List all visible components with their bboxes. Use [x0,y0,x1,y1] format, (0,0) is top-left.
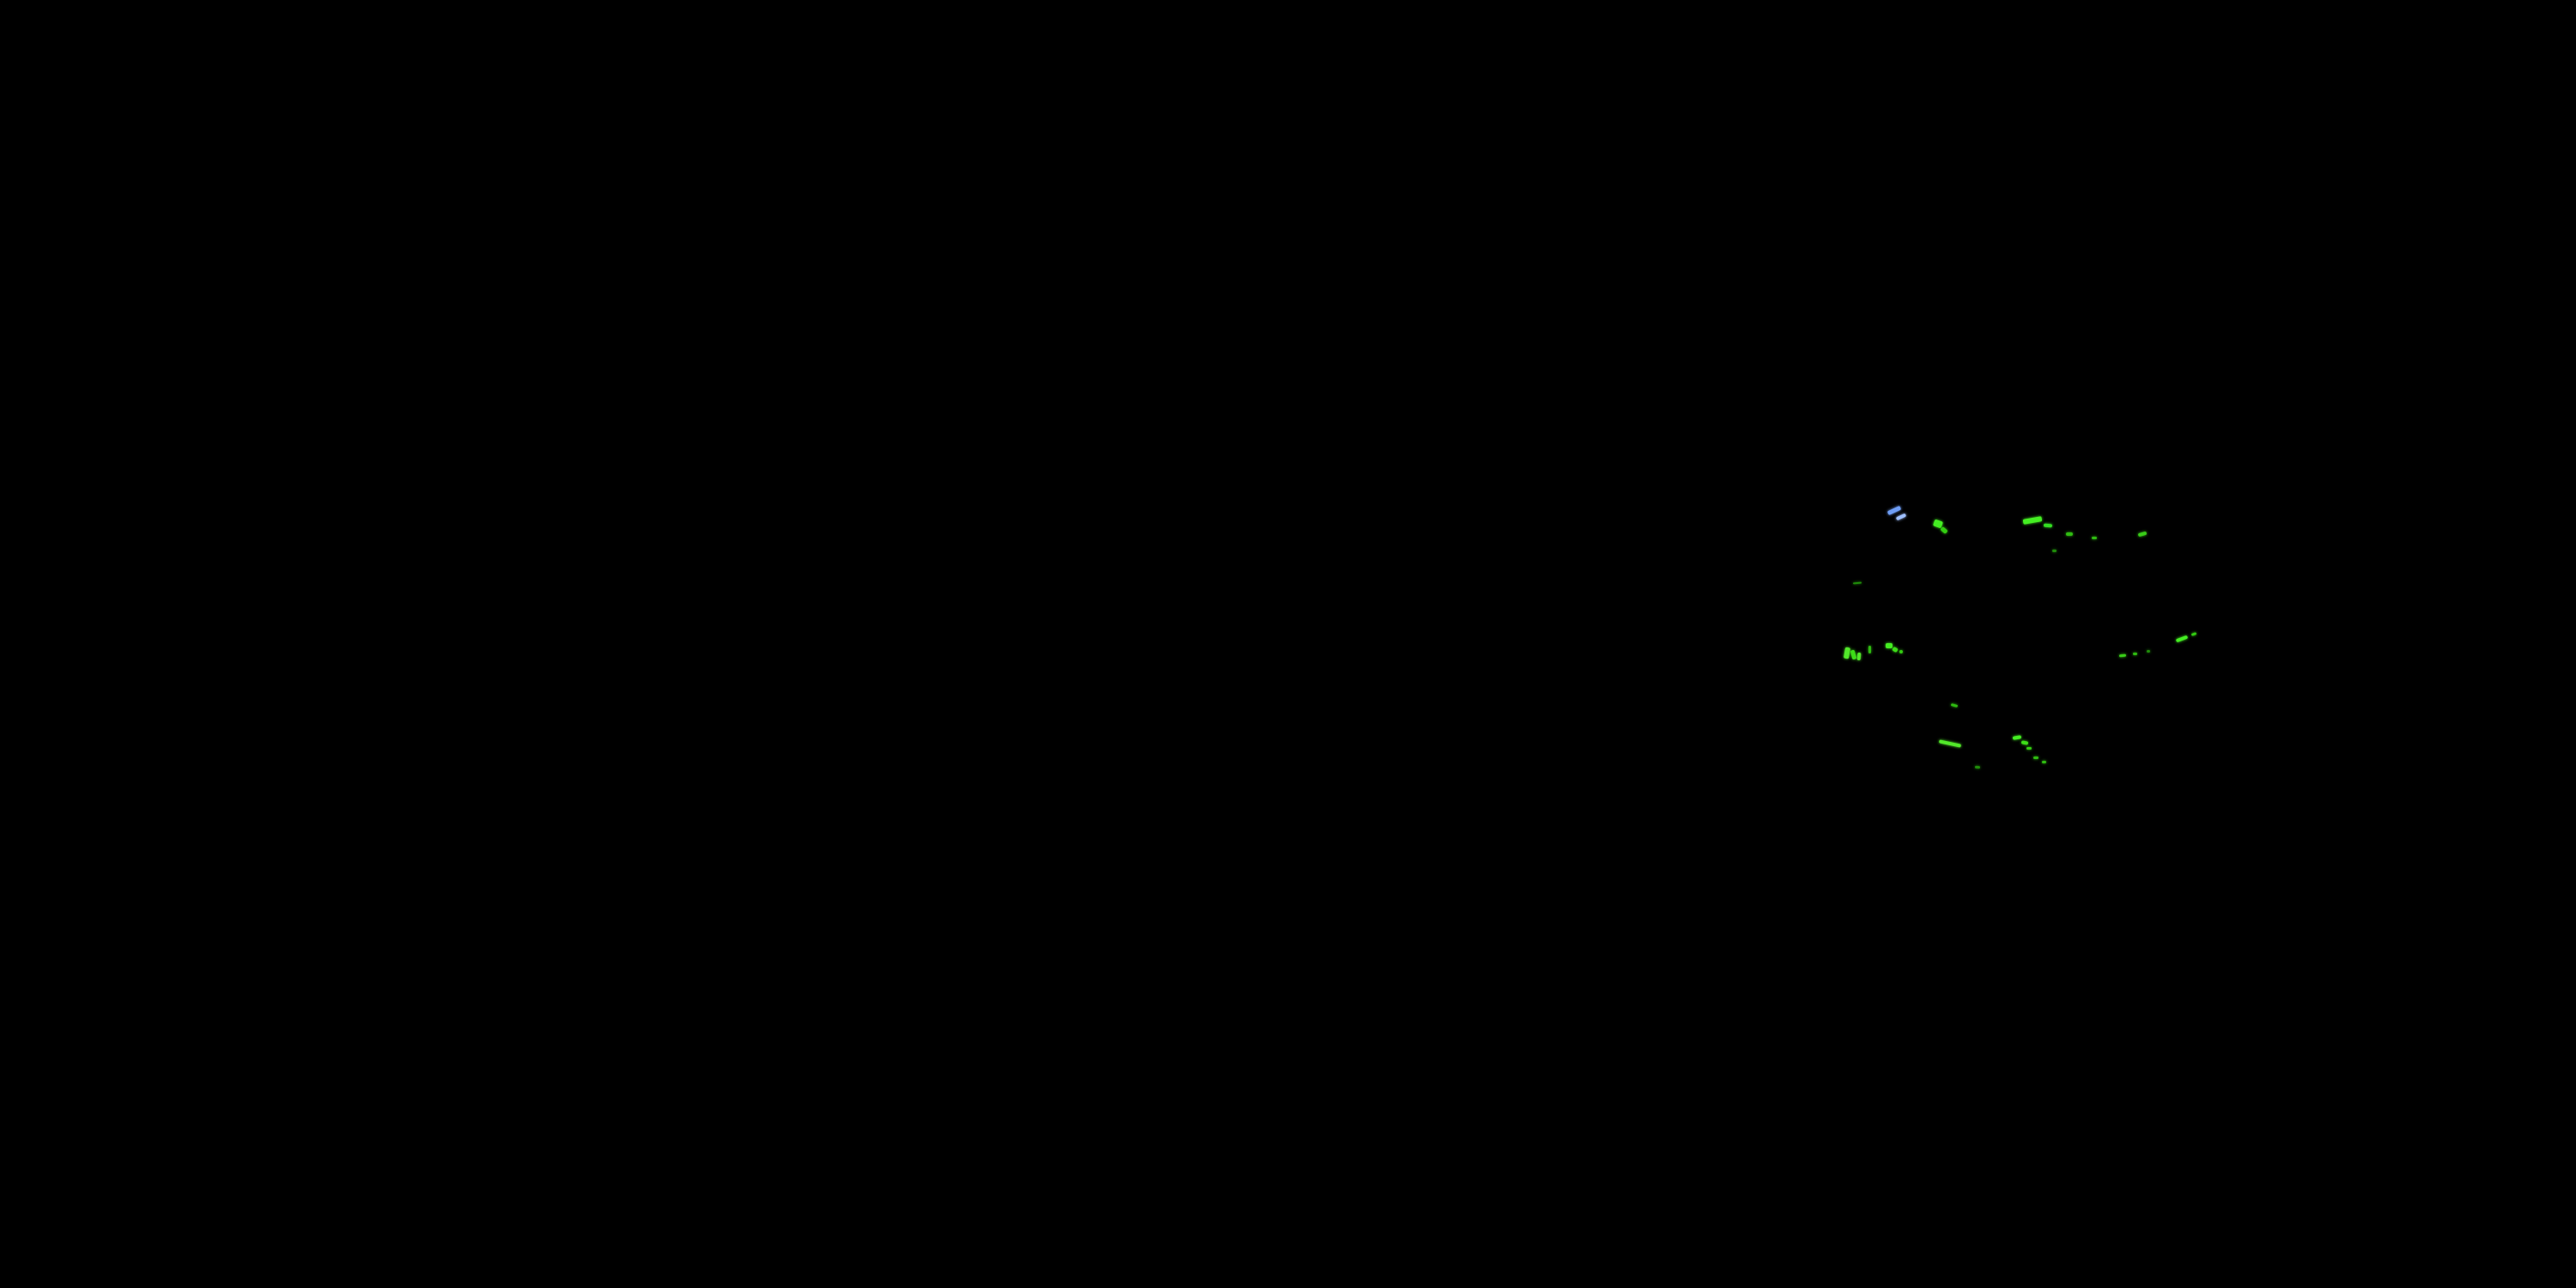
green-stroke-mark [2092,537,2097,539]
green-stroke-mark [1868,646,1871,653]
green-stroke-mark [1850,649,1857,660]
green-stroke-mark [1938,739,1962,748]
green-stroke-mark [2175,635,2189,643]
green-stroke-mark [2043,523,2053,528]
green-stroke-mark [2022,516,2043,525]
green-stroke-mark [2190,632,2197,636]
green-stroke-mark [2042,761,2046,763]
green-stroke-mark [1932,519,1944,529]
green-stroke-mark [2133,653,2137,655]
green-stroke-mark [2020,740,2029,745]
green-stroke-mark [1974,765,1981,769]
green-stroke-mark [1940,526,1948,534]
blue-stroke-mark [1895,513,1907,521]
green-stroke-mark [1950,703,1959,708]
green-stroke-mark [2066,532,2073,536]
green-stroke-mark [2033,756,2038,759]
green-stroke-mark [2118,653,2127,658]
green-stroke-mark [1856,652,1862,661]
green-stroke-mark [1886,643,1893,648]
green-stroke-mark [2026,747,2032,750]
green-stroke-mark [1892,646,1899,653]
green-stroke-mark [2012,735,2022,740]
blue-stroke-mark [1886,505,1902,516]
green-stroke-mark [2137,531,2148,538]
green-stroke-mark [2052,550,2057,552]
green-stroke-mark [1843,647,1851,659]
green-stroke-mark [1899,650,1903,653]
green-stroke-mark [2147,650,2150,653]
green-stroke-mark [1852,581,1862,585]
